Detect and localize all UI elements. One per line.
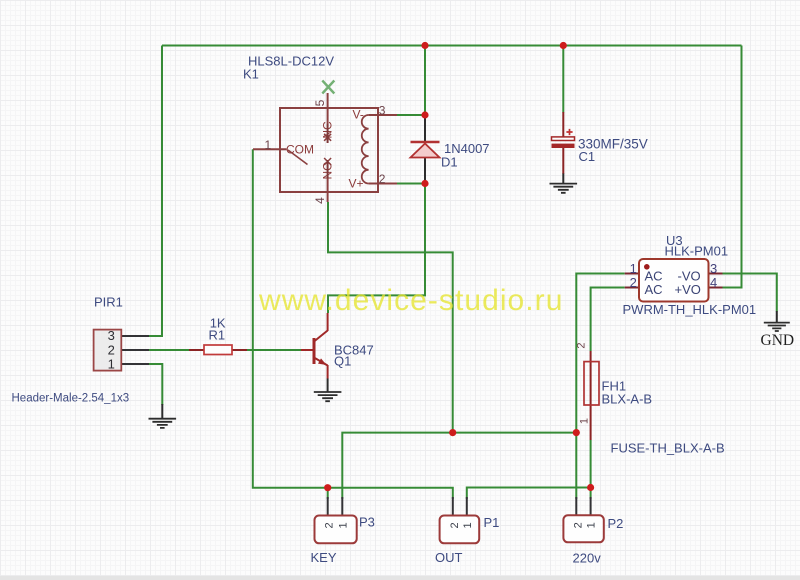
svg-text:COM: COM (286, 143, 314, 157)
svg-text:V+: V+ (349, 177, 364, 191)
svg-text:BLX-A-B: BLX-A-B (602, 392, 653, 407)
svg-text:3: 3 (379, 104, 386, 118)
svg-text:220v: 220v (573, 551, 602, 566)
svg-text:1: 1 (337, 522, 349, 528)
svg-text:5: 5 (313, 99, 327, 106)
svg-text:330MF/35V: 330MF/35V (578, 137, 648, 152)
svg-text:R1: R1 (209, 328, 226, 343)
svg-text:1: 1 (462, 522, 474, 528)
svg-text:-VO: -VO (678, 269, 701, 284)
svg-text:1N4007: 1N4007 (444, 141, 490, 156)
svg-text:K1: K1 (243, 66, 259, 81)
svg-text:4: 4 (710, 275, 717, 290)
svg-text:AC: AC (645, 282, 663, 297)
svg-text:1K: 1K (210, 316, 226, 331)
svg-text:P1: P1 (484, 515, 500, 530)
svg-text:2: 2 (572, 522, 584, 528)
svg-text:P3: P3 (359, 515, 375, 530)
svg-text:OUT: OUT (435, 550, 463, 565)
svg-text:1: 1 (108, 357, 115, 372)
svg-text:1: 1 (630, 261, 637, 276)
svg-text:1: 1 (578, 418, 590, 424)
svg-text:Header-Male-2.54_1x3: Header-Male-2.54_1x3 (12, 393, 130, 405)
svg-text:P2: P2 (608, 516, 624, 531)
svg-text:C1: C1 (579, 149, 596, 164)
svg-text:2: 2 (630, 275, 637, 290)
svg-text:BC847: BC847 (334, 343, 374, 358)
svg-text:Q1: Q1 (334, 354, 351, 369)
svg-text:FH1: FH1 (602, 379, 627, 394)
svg-text:3: 3 (108, 328, 115, 343)
svg-text:2: 2 (379, 172, 386, 186)
svg-text:1: 1 (585, 522, 597, 528)
svg-text:PIR1: PIR1 (94, 294, 123, 309)
svg-text:AC: AC (645, 269, 663, 284)
svg-text:FUSE-TH_BLX-A-B: FUSE-TH_BLX-A-B (611, 441, 725, 456)
svg-text:3: 3 (710, 261, 717, 276)
svg-text:www.device-studio.ru: www.device-studio.ru (258, 284, 563, 317)
svg-text:V-: V- (353, 108, 364, 122)
svg-text:2: 2 (576, 342, 588, 348)
svg-text:GND: GND (761, 332, 795, 349)
svg-text:+VO: +VO (675, 282, 701, 297)
svg-text:KEY: KEY (311, 550, 337, 565)
svg-text:1: 1 (265, 138, 272, 152)
svg-text:4: 4 (313, 197, 327, 204)
svg-text:2: 2 (108, 342, 115, 357)
svg-text:HLS8L-DC12V: HLS8L-DC12V (248, 54, 334, 69)
svg-text:HLK-PM01: HLK-PM01 (665, 244, 729, 259)
svg-text:U3: U3 (666, 233, 683, 248)
svg-text:PWRM-TH_HLK-PM01: PWRM-TH_HLK-PM01 (623, 302, 757, 317)
svg-text:2: 2 (324, 522, 336, 528)
svg-text:2: 2 (449, 522, 461, 528)
svg-text:D1: D1 (441, 155, 458, 170)
